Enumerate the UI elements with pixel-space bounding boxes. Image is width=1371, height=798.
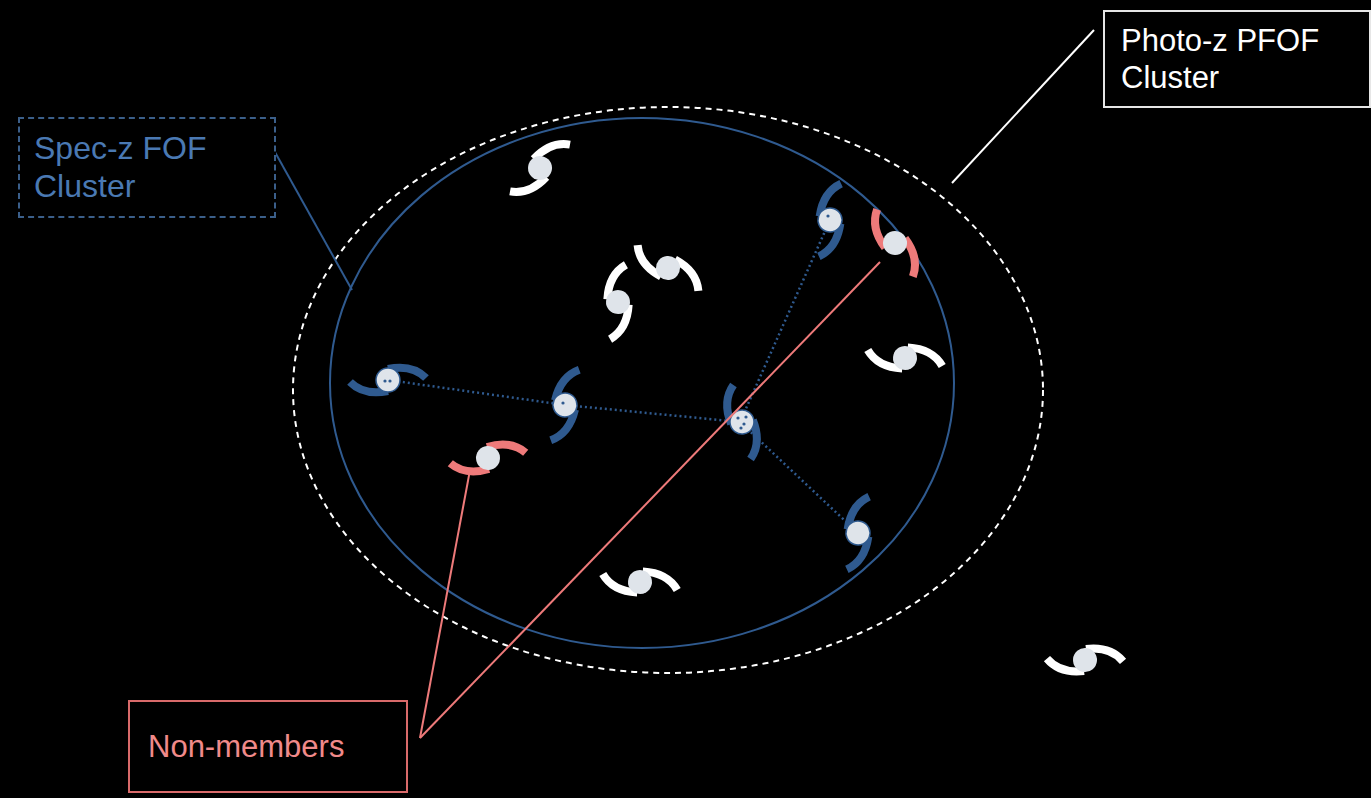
photo-z-label: Photo-z PFOF Cluster bbox=[1103, 10, 1371, 108]
spec-z-label: Spec-z FOF Cluster bbox=[18, 117, 276, 218]
leader-line bbox=[420, 470, 470, 738]
fof-links bbox=[388, 220, 858, 533]
label-text: Spec-z FOF Cluster bbox=[34, 129, 260, 206]
spec-z-boundary bbox=[330, 118, 954, 648]
member-dots bbox=[383, 214, 829, 429]
label-text: Non-members bbox=[148, 728, 388, 765]
photo-z-boundary bbox=[293, 107, 1043, 673]
label-text: Photo-z PFOF Cluster bbox=[1121, 22, 1353, 96]
leader-line bbox=[952, 30, 1094, 183]
galaxies bbox=[350, 136, 1124, 675]
non-members-label: Non-members bbox=[128, 700, 408, 793]
leader-line bbox=[266, 136, 352, 290]
leader-line bbox=[420, 262, 880, 738]
